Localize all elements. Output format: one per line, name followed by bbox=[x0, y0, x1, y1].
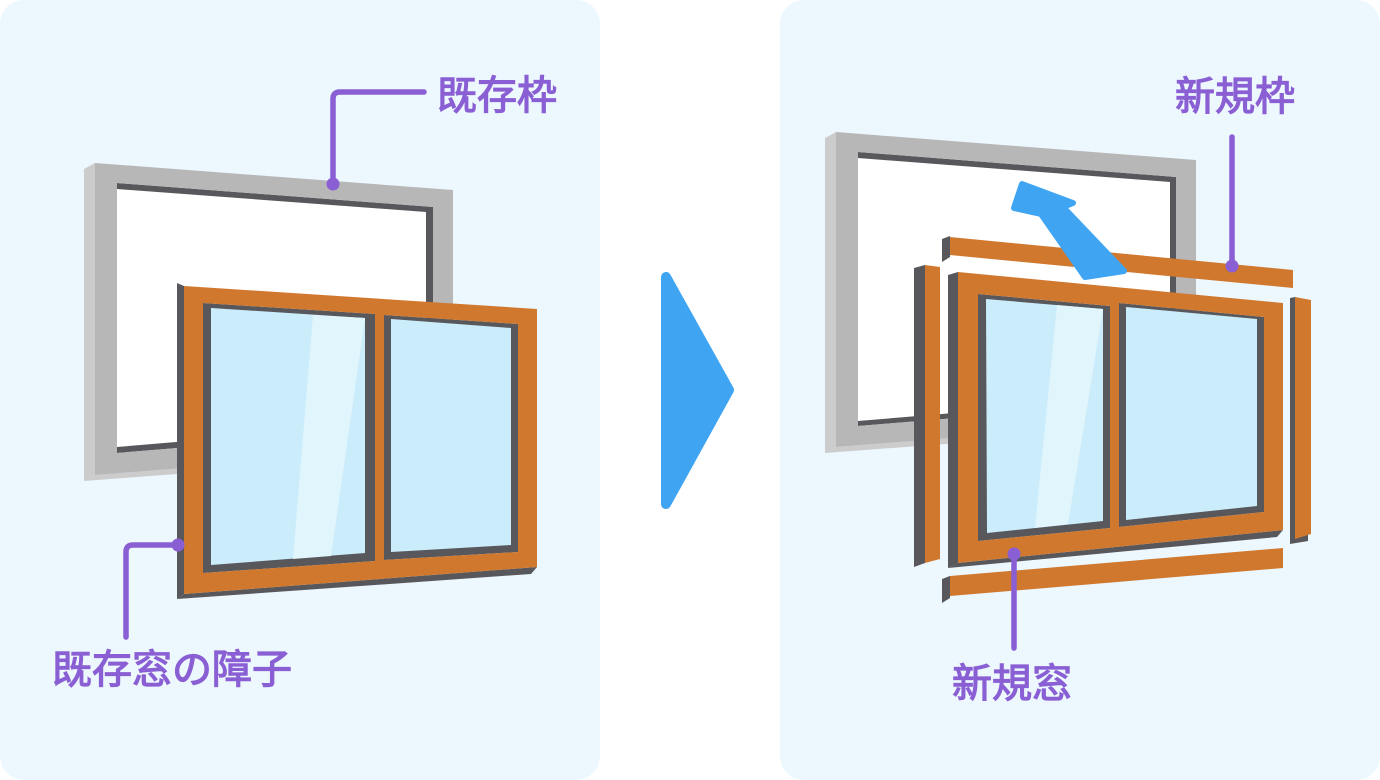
new-frame-callout: 新規枠 bbox=[1175, 75, 1295, 273]
new-window-glass-highlight bbox=[1035, 305, 1103, 528]
new-window-right-pane-glass bbox=[1126, 307, 1257, 520]
existing-sash-label: 既存窓の障子 bbox=[52, 648, 292, 692]
existing-sash-bottom-depth bbox=[177, 567, 537, 599]
arrow-up-left-icon bbox=[1011, 181, 1127, 280]
new-window-frame-face bbox=[958, 272, 1283, 563]
new-window-anchor-dot bbox=[1007, 547, 1021, 561]
existing-sash-frame-face bbox=[184, 286, 537, 594]
new-frame-label: 新規枠 bbox=[1175, 75, 1295, 119]
new-frame-left-stile bbox=[914, 265, 940, 567]
existing-sash-right-pane-glass bbox=[391, 319, 511, 552]
new-frame-left-stile-depth bbox=[914, 265, 925, 567]
new-frame-right-stile-depth bbox=[1290, 297, 1295, 541]
new-frame-bottom-rail-end-cap bbox=[942, 576, 950, 603]
new-frame-left-stile-bar bbox=[925, 265, 940, 563]
new-window-illustration bbox=[948, 272, 1283, 568]
new-frame-bottom-rail bbox=[942, 548, 1283, 603]
new-frame-right-stile bbox=[1290, 297, 1311, 544]
existing-frame-anchor-dot bbox=[326, 177, 340, 191]
existing-frame-label: 既存枠 bbox=[437, 74, 557, 118]
existing-frame-leader-line bbox=[330, 89, 427, 183]
new-window-callout: 新規窓 bbox=[952, 547, 1072, 706]
existing-frame-callout: 既存枠 bbox=[326, 74, 557, 191]
new-frame-top-rail-bar bbox=[950, 237, 1293, 288]
new-frame-anchor-dot bbox=[1225, 259, 1239, 273]
new-frame-bottom-rail-bar bbox=[950, 548, 1283, 596]
existing-sash-anchor-dot bbox=[171, 538, 185, 552]
existing-sash-leader-line bbox=[123, 542, 181, 640]
new-window-label: 新規窓 bbox=[952, 662, 1072, 706]
new-window-left-depth bbox=[948, 272, 958, 568]
existing-window-panel: 既存枠 既存窓の障子 bbox=[0, 0, 600, 780]
existing-frame-left-depth bbox=[84, 163, 95, 481]
retained-frame-left-depth bbox=[825, 132, 836, 453]
new-window-bottom-depth bbox=[948, 530, 1283, 568]
new-frame-top-rail bbox=[942, 236, 1293, 288]
existing-sash-callout: 既存窓の障子 bbox=[52, 538, 292, 692]
existing-sash-left-depth bbox=[177, 283, 184, 599]
new-window-panel: 新規枠 新規窓 bbox=[780, 0, 1380, 780]
new-frame-right-stile-bar bbox=[1295, 297, 1311, 539]
new-frame-right-stile-end-cap bbox=[1290, 534, 1308, 544]
new-frame-top-rail-end-cap bbox=[942, 236, 950, 262]
arrow-right-icon bbox=[661, 272, 734, 509]
existing-sash-illustration bbox=[177, 283, 537, 599]
existing-sash-glass-highlight bbox=[293, 315, 365, 559]
